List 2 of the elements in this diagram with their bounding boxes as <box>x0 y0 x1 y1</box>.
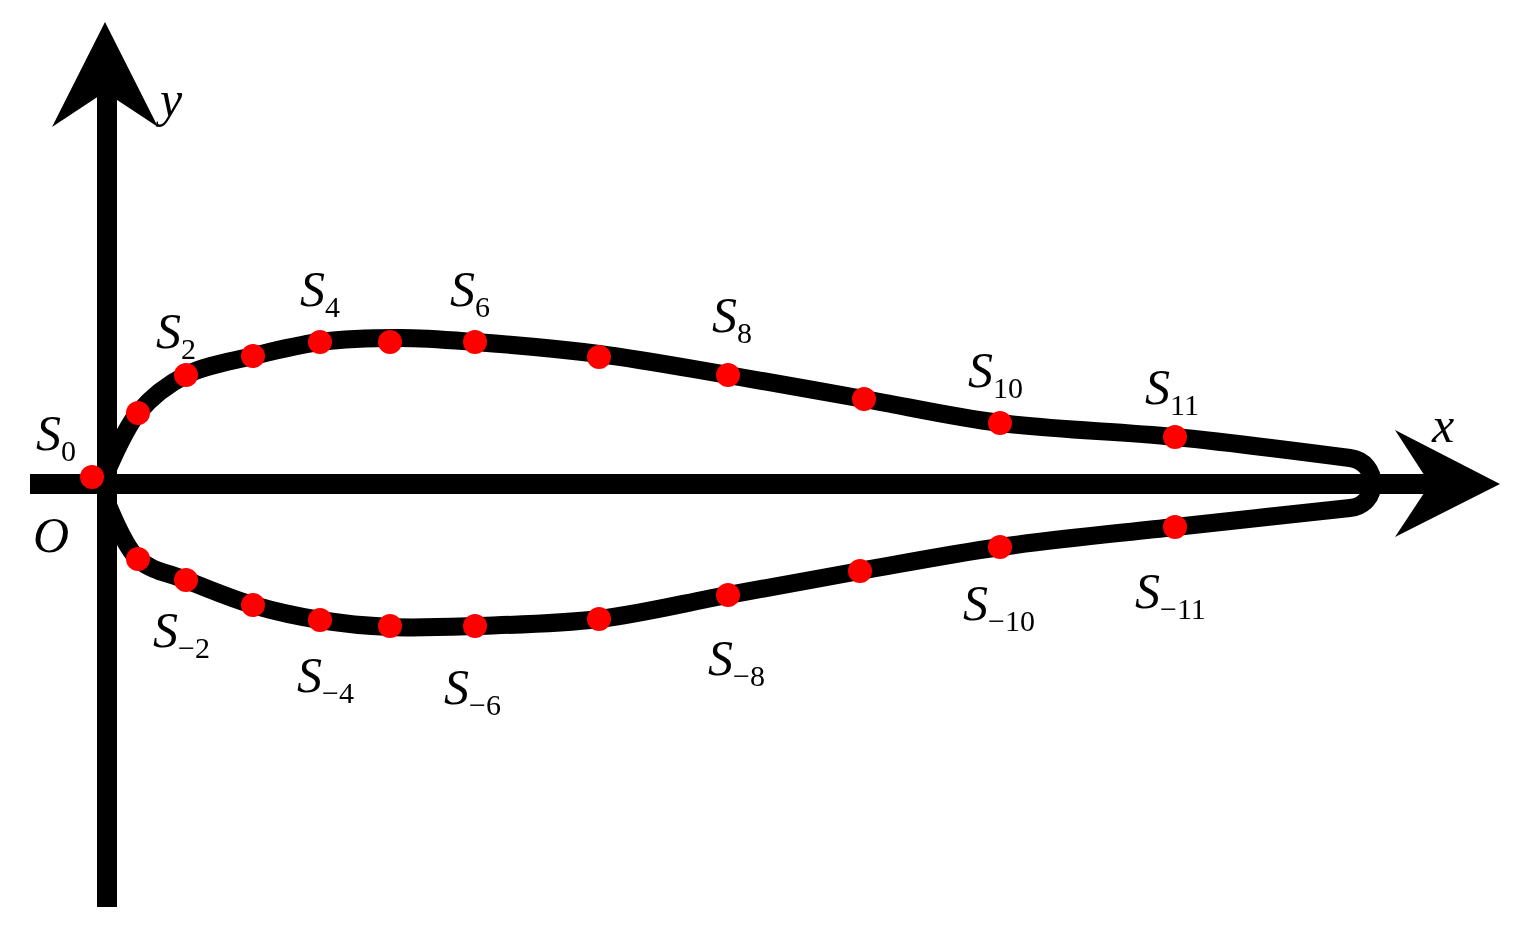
axis-label: x <box>1432 400 1455 450</box>
origin-label: O <box>33 510 70 560</box>
